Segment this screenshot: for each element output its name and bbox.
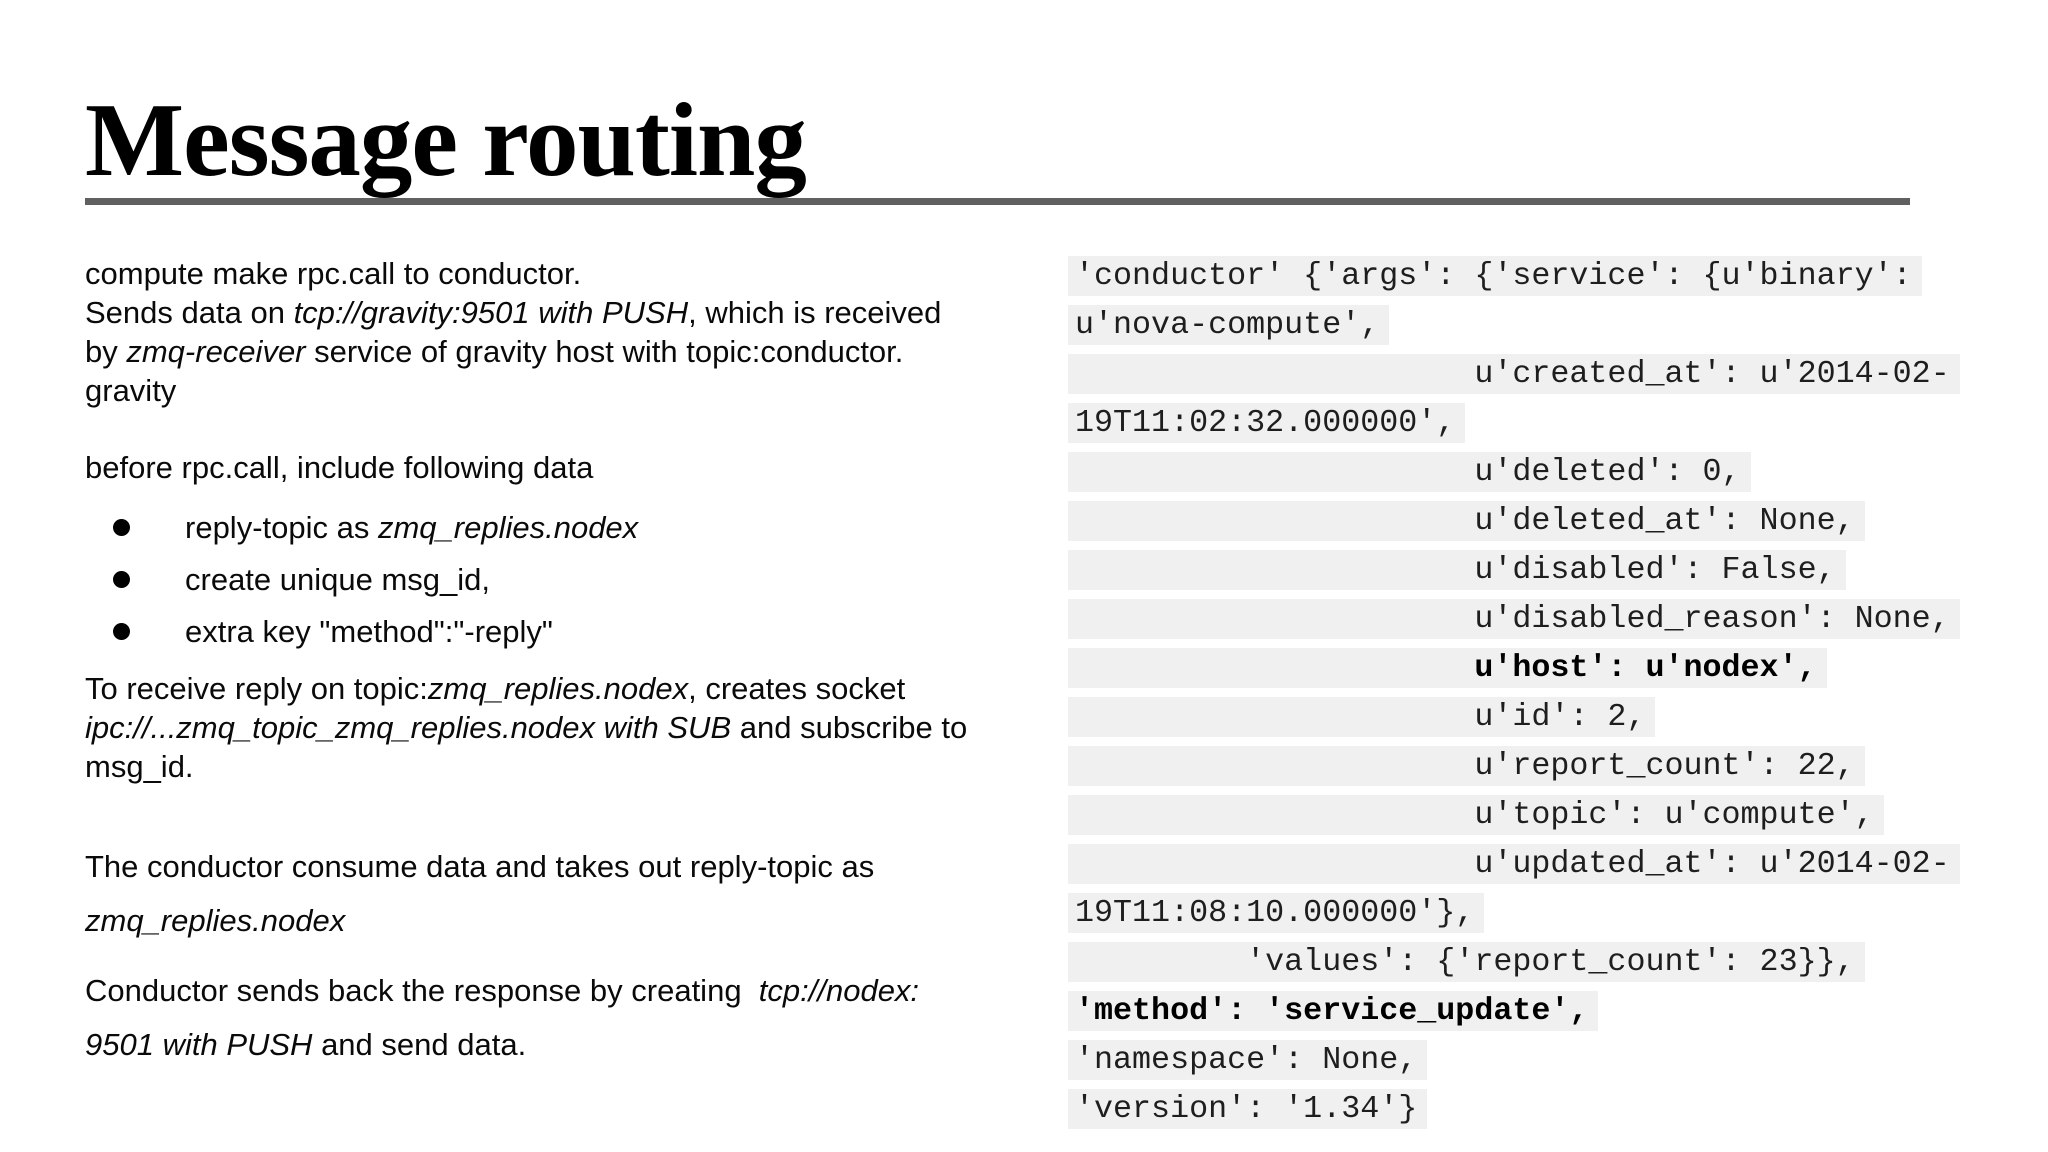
page-title: Message routing (85, 81, 807, 198)
text-line: gravity (85, 371, 1070, 410)
text-run: service of gravity host with topic:condu… (305, 334, 904, 370)
text-run: extra key "method":"-reply" (185, 614, 553, 650)
code-line: 19T11:02:32.000000', (1068, 399, 2048, 448)
code-line: u'topic': u'compute', (1068, 791, 2048, 840)
list-item: extra key "method":"-reply" (85, 612, 1070, 651)
code-line: 'namespace': None, (1068, 1036, 2048, 1085)
code-line: 19T11:08:10.000000'}, (1068, 889, 2048, 938)
slide: Message routing compute make rpc.call to… (0, 83, 2048, 1152)
text-line: msg_id. (85, 747, 1070, 786)
bullet-icon (113, 623, 130, 641)
text-run: , creates socket (688, 671, 906, 707)
paragraph: The conductor consume data and takes out… (85, 840, 1070, 948)
text-line: before rpc.call, include following data (85, 448, 1070, 487)
code-line-text: u'report_count': 22, (1068, 746, 1865, 787)
title-rule (85, 198, 1910, 206)
code-line: 'values': {'report_count': 23}}, (1068, 938, 2048, 987)
code-block: 'conductor' {'args': {'service': {u'bina… (1068, 252, 2048, 1134)
code-line: u'host': u'nodex', (1068, 644, 2048, 693)
code-line: 'conductor' {'args': {'service': {u'bina… (1068, 252, 2048, 301)
bullet-icon (113, 571, 130, 589)
paragraph: To receive reply on topic:zmq_replies.no… (85, 669, 1070, 786)
text-run: To receive reply on topic: (85, 671, 428, 707)
paragraph: compute make rpc.call to conductor.Sends… (85, 254, 1070, 410)
code-line: u'disabled_reason': None, (1068, 595, 2048, 644)
text-line: Conductor sends back the response by cre… (85, 964, 1070, 1018)
code-line-text: u'created_at': u'2014-02- (1068, 354, 1960, 395)
list-item-text: reply-topic as zmq_replies.nodex (185, 508, 638, 547)
code-line-text: 'version': '1.34'} (1068, 1089, 1428, 1130)
italic-text: zmq_replies.nodex (427, 671, 689, 707)
text-run: msg_id. (85, 749, 194, 785)
italic-text: 9501 with PUSH (85, 1027, 313, 1063)
code-line: u'report_count': 22, (1068, 742, 2048, 791)
right-column: 'conductor' {'args': {'service': {u'bina… (1068, 252, 2048, 1134)
text-run: and send data. (312, 1027, 527, 1063)
code-line-text: u'id': 2, (1068, 697, 1656, 738)
code-line: u'disabled': False, (1068, 546, 2048, 595)
code-line-text: u'updated_at': u'2014-02- (1068, 844, 1960, 885)
italic-text: zmq-receiver (126, 334, 306, 370)
code-line-text: u'deleted': 0, (1068, 452, 1751, 493)
text-run: by (85, 334, 127, 370)
text-line: 9501 with PUSH and send data. (85, 1018, 1070, 1072)
code-line-text: u'topic': u'compute', (1068, 795, 1884, 836)
code-line: u'nova-compute', (1068, 301, 2048, 350)
italic-text: zmq_replies.nodex (85, 903, 346, 939)
code-line: u'created_at': u'2014-02- (1068, 350, 2048, 399)
content-columns: compute make rpc.call to conductor.Sends… (85, 252, 2048, 1134)
text-line: zmq_replies.nodex (85, 894, 1070, 948)
code-line-text: 'namespace': None, (1068, 1040, 1428, 1081)
code-line-text: u'nova-compute', (1068, 305, 1390, 346)
code-line-text: 19T11:08:10.000000'}, (1068, 893, 1485, 934)
italic-text: tcp://nodex: (758, 973, 920, 1009)
list-item-text: extra key "method":"-reply" (185, 612, 553, 651)
code-line: u'deleted_at': None, (1068, 497, 2048, 546)
paragraph: before rpc.call, include following data (85, 448, 1070, 487)
code-line-bold-text: u'host': u'nodex', (1068, 648, 1827, 689)
text-line: ipc://...zmq_topic_zmq_replies.nodex wit… (85, 708, 1070, 747)
code-line: u'id': 2, (1068, 693, 2048, 742)
code-line: 'method': 'service_update', (1068, 987, 2048, 1036)
text-run: gravity (85, 373, 177, 409)
list-item: create unique msg_id, (85, 560, 1070, 599)
text-line: To receive reply on topic:zmq_replies.no… (85, 669, 1070, 708)
list-item-text: create unique msg_id, (185, 560, 490, 599)
italic-text: ipc://...zmq_topic_zmq_replies.nodex wit… (85, 710, 732, 746)
italic-text: tcp://gravity:9501 with PUSH (293, 295, 689, 331)
text-run: Sends data on (85, 295, 294, 331)
text-run: compute make rpc.call to conductor. (85, 256, 582, 292)
text-run: reply-topic as (185, 510, 378, 546)
code-line-text: 19T11:02:32.000000', (1068, 403, 1466, 444)
text-line: Sends data on tcp://gravity:9501 with PU… (85, 293, 1070, 332)
text-line: compute make rpc.call to conductor. (85, 254, 1070, 293)
code-line-text: u'deleted_at': None, (1068, 501, 1865, 542)
code-line: u'updated_at': u'2014-02- (1068, 840, 2048, 889)
code-line: u'deleted': 0, (1068, 448, 2048, 497)
text-line: The conductor consume data and takes out… (85, 840, 1070, 894)
code-line-text: u'disabled_reason': None, (1068, 599, 1960, 640)
code-line-text: u'disabled': False, (1068, 550, 1846, 591)
code-line-text: 'values': {'report_count': 23}}, (1068, 942, 1865, 983)
bullet-icon (113, 519, 130, 537)
code-line: 'version': '1.34'} (1068, 1085, 2048, 1134)
text-run: before rpc.call, include following data (85, 450, 594, 486)
text-run: , which is received (688, 295, 942, 331)
text-line: by zmq-receiver service of gravity host … (85, 332, 1070, 371)
text-run: create unique msg_id, (185, 562, 491, 598)
paragraph: Conductor sends back the response by cre… (85, 964, 1070, 1072)
code-line-bold-text: 'method': 'service_update', (1068, 991, 1599, 1032)
left-column: compute make rpc.call to conductor.Sends… (85, 252, 1070, 1072)
italic-text: zmq_replies.nodex (377, 510, 639, 546)
text-run: and subscribe to (731, 710, 968, 746)
text-run: The conductor consume data and takes out… (85, 849, 875, 885)
code-line-text: 'conductor' {'args': {'service': {u'bina… (1068, 256, 1922, 297)
text-run: Conductor sends back the response by cre… (85, 973, 759, 1009)
list-item: reply-topic as zmq_replies.nodex (85, 508, 1070, 547)
